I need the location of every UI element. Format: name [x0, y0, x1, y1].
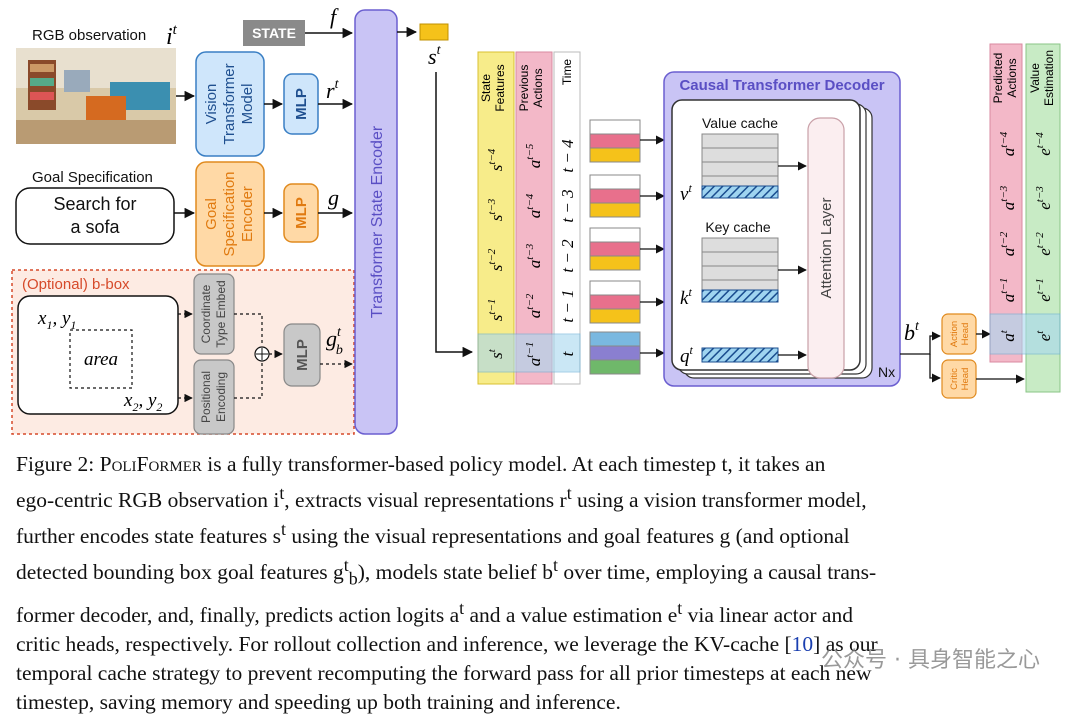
previous-actions-column — [515, 51, 553, 385]
caption-line-3: further encodes state features st using … — [16, 519, 850, 549]
optional-bbox-label: (Optional) b-box — [22, 276, 130, 293]
goal-specification-label: Goal Specification — [32, 169, 153, 186]
goal-text-line-2: a sofa — [70, 217, 120, 237]
mlp-vision-label: MLP — [293, 88, 310, 120]
caption-line-6: critic heads, respectively. For rollout … — [16, 631, 878, 656]
s-t: st — [486, 348, 506, 359]
output-highlight — [989, 313, 1061, 355]
vision-transformer-label-2: Transformer — [221, 63, 238, 144]
caption-line-1: Figure 2: PoliFormer is a fully transfor… — [16, 452, 826, 476]
time-t2: t − 2 — [558, 239, 577, 273]
s-symbol: st — [428, 43, 442, 69]
rgb-symbol: it — [166, 22, 178, 50]
critic-head-label-1: Critic — [949, 368, 960, 390]
caption-line-8: timestep, saving memory and speeding up … — [16, 689, 621, 714]
value-cache — [701, 133, 779, 199]
mlp-bbox-box — [283, 323, 321, 387]
figure-caption: Figure 2: PoliFormer is a fully transfor… — [16, 450, 1066, 717]
col-state-features-1: State — [479, 74, 493, 102]
goal-encoder-label-3: Encoder — [239, 186, 256, 242]
mlp-bbox-label: MLP — [294, 339, 311, 371]
time-t1: t − 1 — [558, 289, 577, 322]
transformer-state-encoder-box — [354, 9, 398, 435]
col-predicted-actions-2: Actions — [1005, 58, 1019, 97]
caption-line-2: ego-centric RGB observation it, extracts… — [16, 483, 867, 513]
causal-decoder-label: Causal Transformer Decoder — [679, 77, 884, 94]
col-predicted-actions-1: Predicted — [991, 53, 1005, 104]
nx-label: Nx — [878, 364, 895, 380]
area-box — [69, 329, 133, 389]
bbox-corner-1: x1, y1 — [37, 308, 76, 332]
col-value-estimation-2: Estimation — [1042, 50, 1056, 106]
time-column — [553, 51, 581, 385]
attention-layer-box — [807, 117, 845, 379]
state-feature-token — [419, 23, 449, 41]
g-symbol: g — [328, 185, 339, 210]
caption-line-5: former decoder, and, finally, predicts a… — [16, 597, 853, 627]
time-t3: t − 3 — [558, 189, 577, 222]
caption-line-7: temporal cache strategy to prevent recom… — [16, 660, 872, 685]
rgb-observation-label: RGB observation — [32, 27, 146, 44]
key-cache — [701, 237, 779, 303]
state-box — [243, 20, 305, 46]
vision-transformer-label-3: Model — [239, 84, 256, 125]
mlp-goal-label: MLP — [293, 197, 310, 229]
r-symbol: rt — [326, 77, 340, 103]
critic-head-label-2: Head — [960, 368, 971, 391]
col-state-features-2: Features — [493, 64, 507, 111]
time-t4: t − 4 — [558, 139, 577, 173]
goal-text-box — [15, 187, 175, 245]
goal-encoder-box — [195, 161, 265, 267]
value-cache-label: Value cache — [702, 115, 778, 131]
goal-text-line-1: Search for — [53, 194, 136, 214]
positional-encoding-box — [193, 359, 235, 435]
action-head-label-1: Action — [949, 321, 960, 347]
watermark: 公众号 · 具身智能之心 — [821, 648, 1040, 673]
bbox-box — [17, 295, 179, 415]
citation-link[interactable]: 10 — [791, 631, 814, 656]
positional-encoding-label-2: Encoding — [214, 372, 228, 422]
caption-line-4: detected bounding box goal features gtb)… — [16, 555, 877, 589]
transformer-state-encoder-label: Transformer State Encoder — [369, 125, 386, 318]
action-head-label-2: Head — [960, 323, 971, 346]
col-value-estimation-1: Value — [1028, 63, 1042, 93]
policy-architecture-diagram: RGB observation it STATE f Vision Transf… — [11, 4, 1061, 435]
col-previous-actions-2: Actions — [531, 68, 545, 107]
b-symbol: bt — [904, 319, 920, 345]
coordinate-type-embed-label-1: Coordinate — [199, 284, 213, 343]
vision-transformer-label-1: Vision — [203, 84, 220, 125]
attention-layer-label: Attention Layer — [818, 198, 835, 299]
area-label: area — [84, 349, 118, 370]
goal-encoder-label-1: Goal — [203, 198, 220, 230]
goal-encoder-label-2: Specification — [221, 171, 238, 256]
predicted-actions-column — [989, 43, 1023, 363]
bbox-corner-2: x2, y2 — [123, 390, 162, 414]
coordinate-type-embed-label-2: Type Embed — [214, 280, 228, 347]
key-cache-label: Key cache — [705, 219, 771, 235]
state-features-column — [477, 51, 515, 385]
positional-encoding-label-1: Positional — [199, 371, 213, 423]
col-previous-actions-1: Previous — [517, 65, 531, 112]
f-symbol: f — [330, 4, 339, 29]
rgb-observation-image — [16, 48, 176, 144]
state-label: STATE — [252, 25, 296, 41]
time-t: t — [558, 350, 577, 356]
ve-t: et — [1034, 330, 1054, 342]
token-stacks — [589, 119, 641, 375]
col-time: Time — [560, 59, 574, 86]
ve-t1: et−1 — [1034, 278, 1054, 302]
current-step-highlight — [477, 333, 581, 373]
query-token — [701, 347, 779, 363]
